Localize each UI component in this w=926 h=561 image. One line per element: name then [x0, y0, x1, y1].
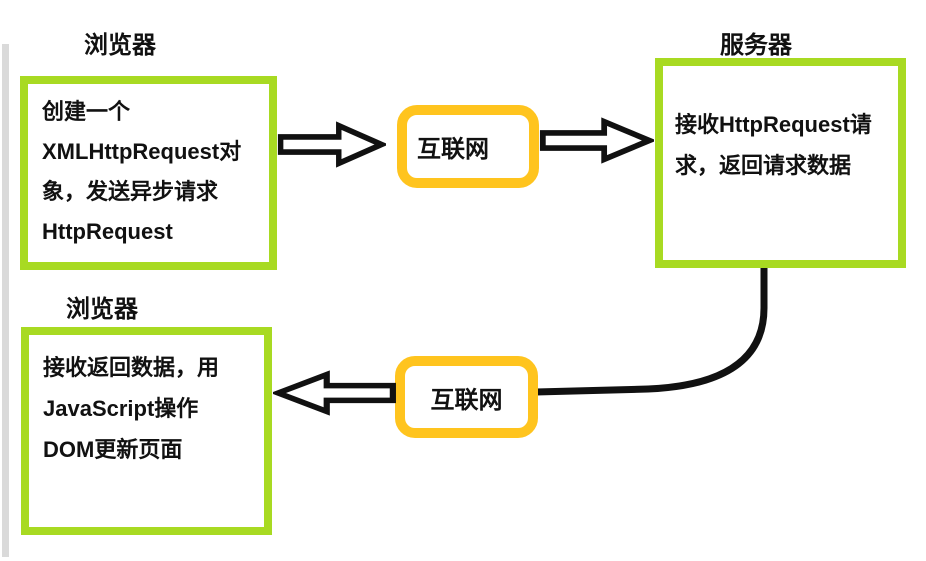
browser-top-label: 浏览器	[84, 32, 156, 59]
page-edge-artifact	[2, 44, 9, 557]
browser-top-box: 创建一个 XMLHttpRequest对 象，发送异步请求 HttpReques…	[20, 76, 277, 270]
server-text: 接收HttpRequest请 求，返回请求数据	[675, 112, 872, 178]
internet-top-label: 互联网	[417, 136, 489, 163]
browser-bottom-label: 浏览器	[66, 296, 138, 323]
browser-bottom-box: 接收返回数据，用 JavaScript操作 DOM更新页面	[21, 327, 272, 535]
browser-bottom-text: 接收返回数据，用 JavaScript操作 DOM更新页面	[43, 355, 220, 462]
left-block-arrow-icon	[273, 370, 396, 416]
server-box: 接收HttpRequest请 求，返回请求数据	[655, 58, 906, 268]
browser-top-text: 创建一个 XMLHttpRequest对 象，发送异步请求 HttpReques…	[42, 99, 242, 244]
server-label: 服务器	[720, 32, 792, 59]
right-block-arrow-icon	[539, 117, 654, 164]
internet-bottom-label: 互联网	[430, 386, 503, 414]
right-block-arrow-icon	[277, 121, 386, 168]
internet-bottom-box: 互联网	[395, 356, 538, 438]
internet-top-box: 互联网	[397, 105, 539, 188]
